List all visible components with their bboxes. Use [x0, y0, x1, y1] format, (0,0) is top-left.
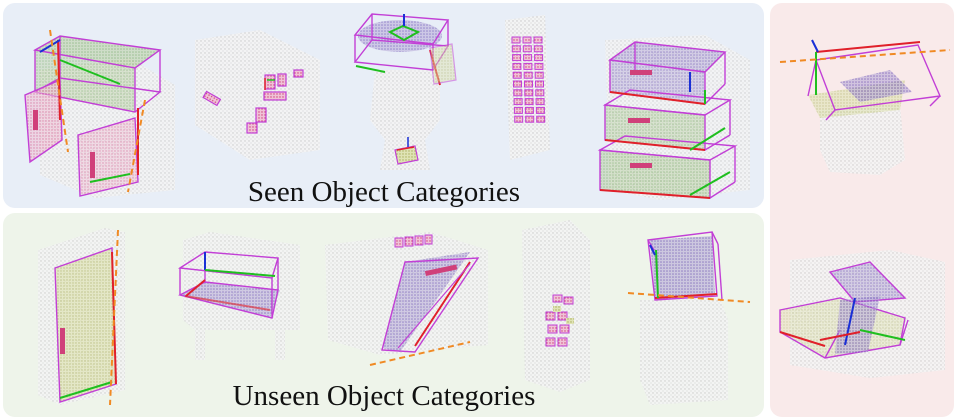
keypad-button [522, 36, 532, 44]
seen-object-blender [353, 13, 457, 170]
keypad-button [523, 54, 533, 62]
unseen-object-table-drawer [177, 232, 300, 360]
keypad-button [524, 89, 534, 97]
keypad-button [534, 54, 544, 62]
keypad-button [535, 98, 545, 106]
seen-object-cabinet [24, 29, 175, 198]
keypad-button [511, 36, 521, 44]
keypad-button [535, 89, 545, 97]
keypad-button [533, 45, 543, 53]
unseen-object-phone [522, 220, 590, 392]
keypad-button [534, 71, 544, 79]
keypad-button [524, 106, 534, 114]
keypad-button [511, 45, 521, 53]
unseen-categories-caption: Unseen Object Categories [233, 380, 536, 412]
keypad-button [536, 115, 546, 123]
keypad-button [525, 115, 535, 123]
keypad-button [535, 80, 544, 88]
keypad-button [512, 71, 522, 79]
keypad-button [524, 98, 534, 106]
keypad-button [513, 89, 523, 97]
keypad-button [533, 36, 543, 44]
seen-object-keypad [505, 15, 550, 160]
keypad-button [522, 45, 532, 53]
keypad-button [523, 62, 533, 70]
keypad-button [513, 106, 523, 114]
side-object-dishwasher [779, 250, 945, 378]
unseen-object-bin [627, 231, 751, 405]
seen-categories-caption: Seen Object Categories [248, 176, 520, 208]
keypad-button [512, 54, 522, 62]
keypad-button [523, 71, 533, 79]
keypad-button [512, 62, 522, 70]
seen-object-drawers [597, 35, 750, 200]
keypad-button [534, 62, 544, 70]
keypad-button [513, 80, 522, 88]
keypad-button [535, 106, 545, 114]
keypad-button [514, 115, 524, 123]
unseen-object-oven [325, 232, 488, 366]
keypad-button [513, 98, 523, 106]
unseen-object-tall-cabinet [38, 228, 125, 406]
side-object-toilet [779, 39, 951, 175]
seen-object-control-box [195, 30, 320, 160]
keypad-button [524, 80, 533, 88]
